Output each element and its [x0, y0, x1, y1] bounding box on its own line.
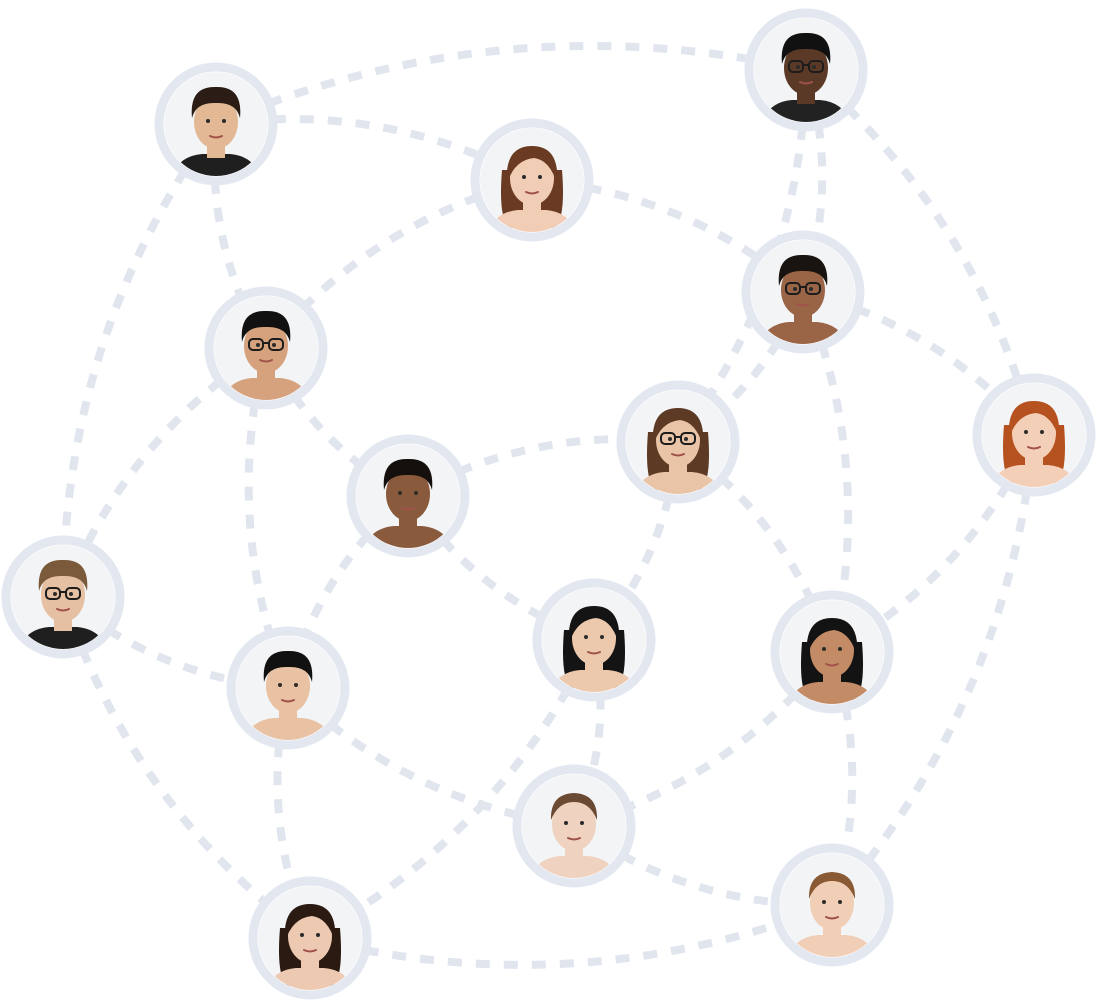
- link-p4-p11: [244, 347, 292, 690]
- link-p10-p13: [570, 639, 605, 828]
- person-node-p9[interactable]: [1, 535, 125, 659]
- person-node-p4[interactable]: [204, 286, 328, 410]
- link-p14-p15: [309, 901, 834, 969]
- person-node-p13[interactable]: [512, 764, 636, 888]
- avatar-portrait: [11, 545, 115, 649]
- avatar-portrait: [522, 774, 626, 878]
- avatar-portrait: [751, 240, 855, 344]
- link-p8-p15: [828, 434, 1038, 908]
- avatar-portrait: [542, 588, 646, 692]
- person-node-p15[interactable]: [770, 843, 894, 967]
- person-node-p6[interactable]: [346, 434, 470, 558]
- person-node-p7[interactable]: [616, 380, 740, 504]
- avatar-portrait: [754, 18, 858, 122]
- person-nodes: [1, 8, 1096, 1000]
- avatar-portrait: [214, 296, 318, 400]
- person-node-p10[interactable]: [532, 578, 656, 702]
- link-p1-p9: [59, 121, 220, 598]
- avatar-portrait: [356, 444, 460, 548]
- person-node-p11[interactable]: [226, 626, 350, 750]
- person-node-p8[interactable]: [972, 373, 1096, 497]
- person-node-p12[interactable]: [770, 590, 894, 714]
- link-p1-p3: [214, 41, 807, 128]
- avatar-portrait: [780, 853, 884, 957]
- avatar-portrait: [258, 886, 362, 990]
- person-node-p3[interactable]: [744, 8, 868, 132]
- person-node-p14[interactable]: [248, 876, 372, 1000]
- person-node-p5[interactable]: [741, 230, 865, 354]
- person-node-p1[interactable]: [154, 62, 278, 186]
- avatar-portrait: [480, 128, 584, 232]
- avatar-portrait: [626, 390, 730, 494]
- person-node-p2[interactable]: [470, 118, 594, 242]
- avatar-portrait: [164, 72, 268, 176]
- avatar-portrait: [236, 636, 340, 740]
- avatar-portrait: [780, 600, 884, 704]
- avatar-portrait: [982, 383, 1086, 487]
